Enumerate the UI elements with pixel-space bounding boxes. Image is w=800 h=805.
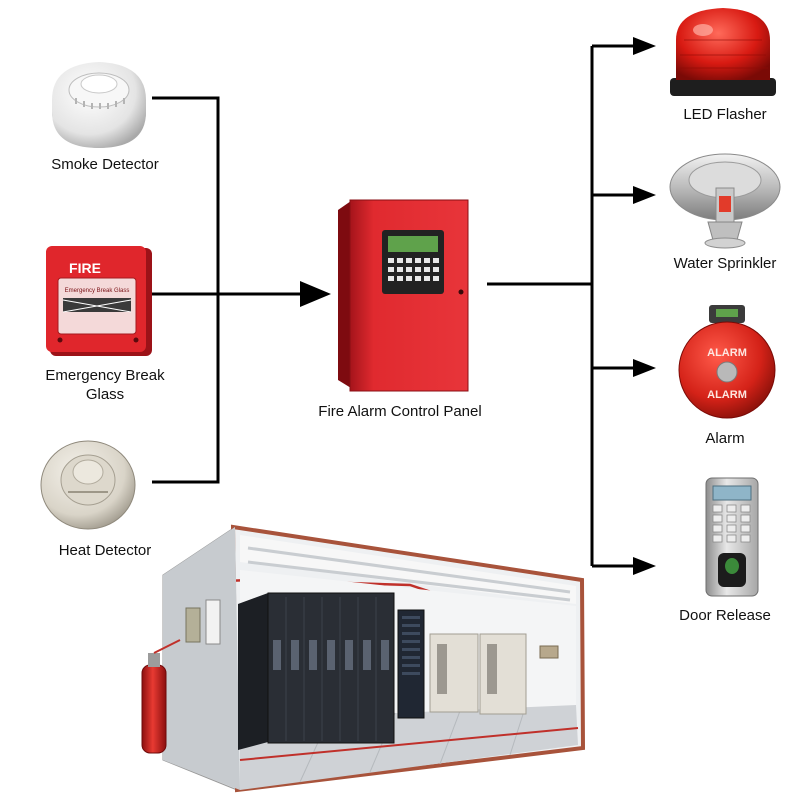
smoke-detector-label: Smoke Detector xyxy=(51,156,159,173)
server-room-illustration xyxy=(141,524,586,793)
arrowheads xyxy=(300,37,656,575)
flasher-arrowhead xyxy=(633,37,656,55)
alarm-top-text: ALARM xyxy=(707,347,747,359)
alarm-arrowhead xyxy=(633,359,656,377)
door-release-icon xyxy=(705,477,759,597)
heat-detector-label: Heat Detector xyxy=(58,542,152,559)
led-flasher-icon xyxy=(670,8,776,96)
panel-arrowhead xyxy=(300,281,331,307)
water-sprinkler-icon xyxy=(669,153,781,249)
alarm-label: Alarm xyxy=(705,430,745,447)
connector-lines xyxy=(150,44,640,568)
control-panel-label: Fire Alarm Control Panel xyxy=(318,403,482,420)
smoke-detector-icon xyxy=(52,62,146,148)
sprinkler-arrowhead xyxy=(633,186,656,204)
break-glass-fire-text: FIRE xyxy=(69,260,101,276)
door-release-label: Door Release xyxy=(679,607,771,624)
break-glass-icon: FIRE Emergency Break Glass xyxy=(46,246,152,356)
break-glass-label-line1: Emergency Break xyxy=(45,367,165,384)
control-panel-icon xyxy=(338,199,469,392)
water-sprinkler-label: Water Sprinkler xyxy=(673,255,777,272)
led-flasher-label: LED Flasher xyxy=(683,106,767,123)
break-glass-label: Emergency Break Glass xyxy=(20,366,190,404)
break-glass-sub-text: Emergency Break Glass xyxy=(65,288,130,294)
door-arrowhead xyxy=(633,557,656,575)
alarm-bell-icon: ALARM ALARM xyxy=(678,305,776,419)
break-glass-label-line2: Glass xyxy=(85,386,125,403)
heat-detector-icon xyxy=(40,440,136,530)
smoke-connector xyxy=(152,96,220,484)
alarm-bottom-text: ALARM xyxy=(707,389,747,401)
